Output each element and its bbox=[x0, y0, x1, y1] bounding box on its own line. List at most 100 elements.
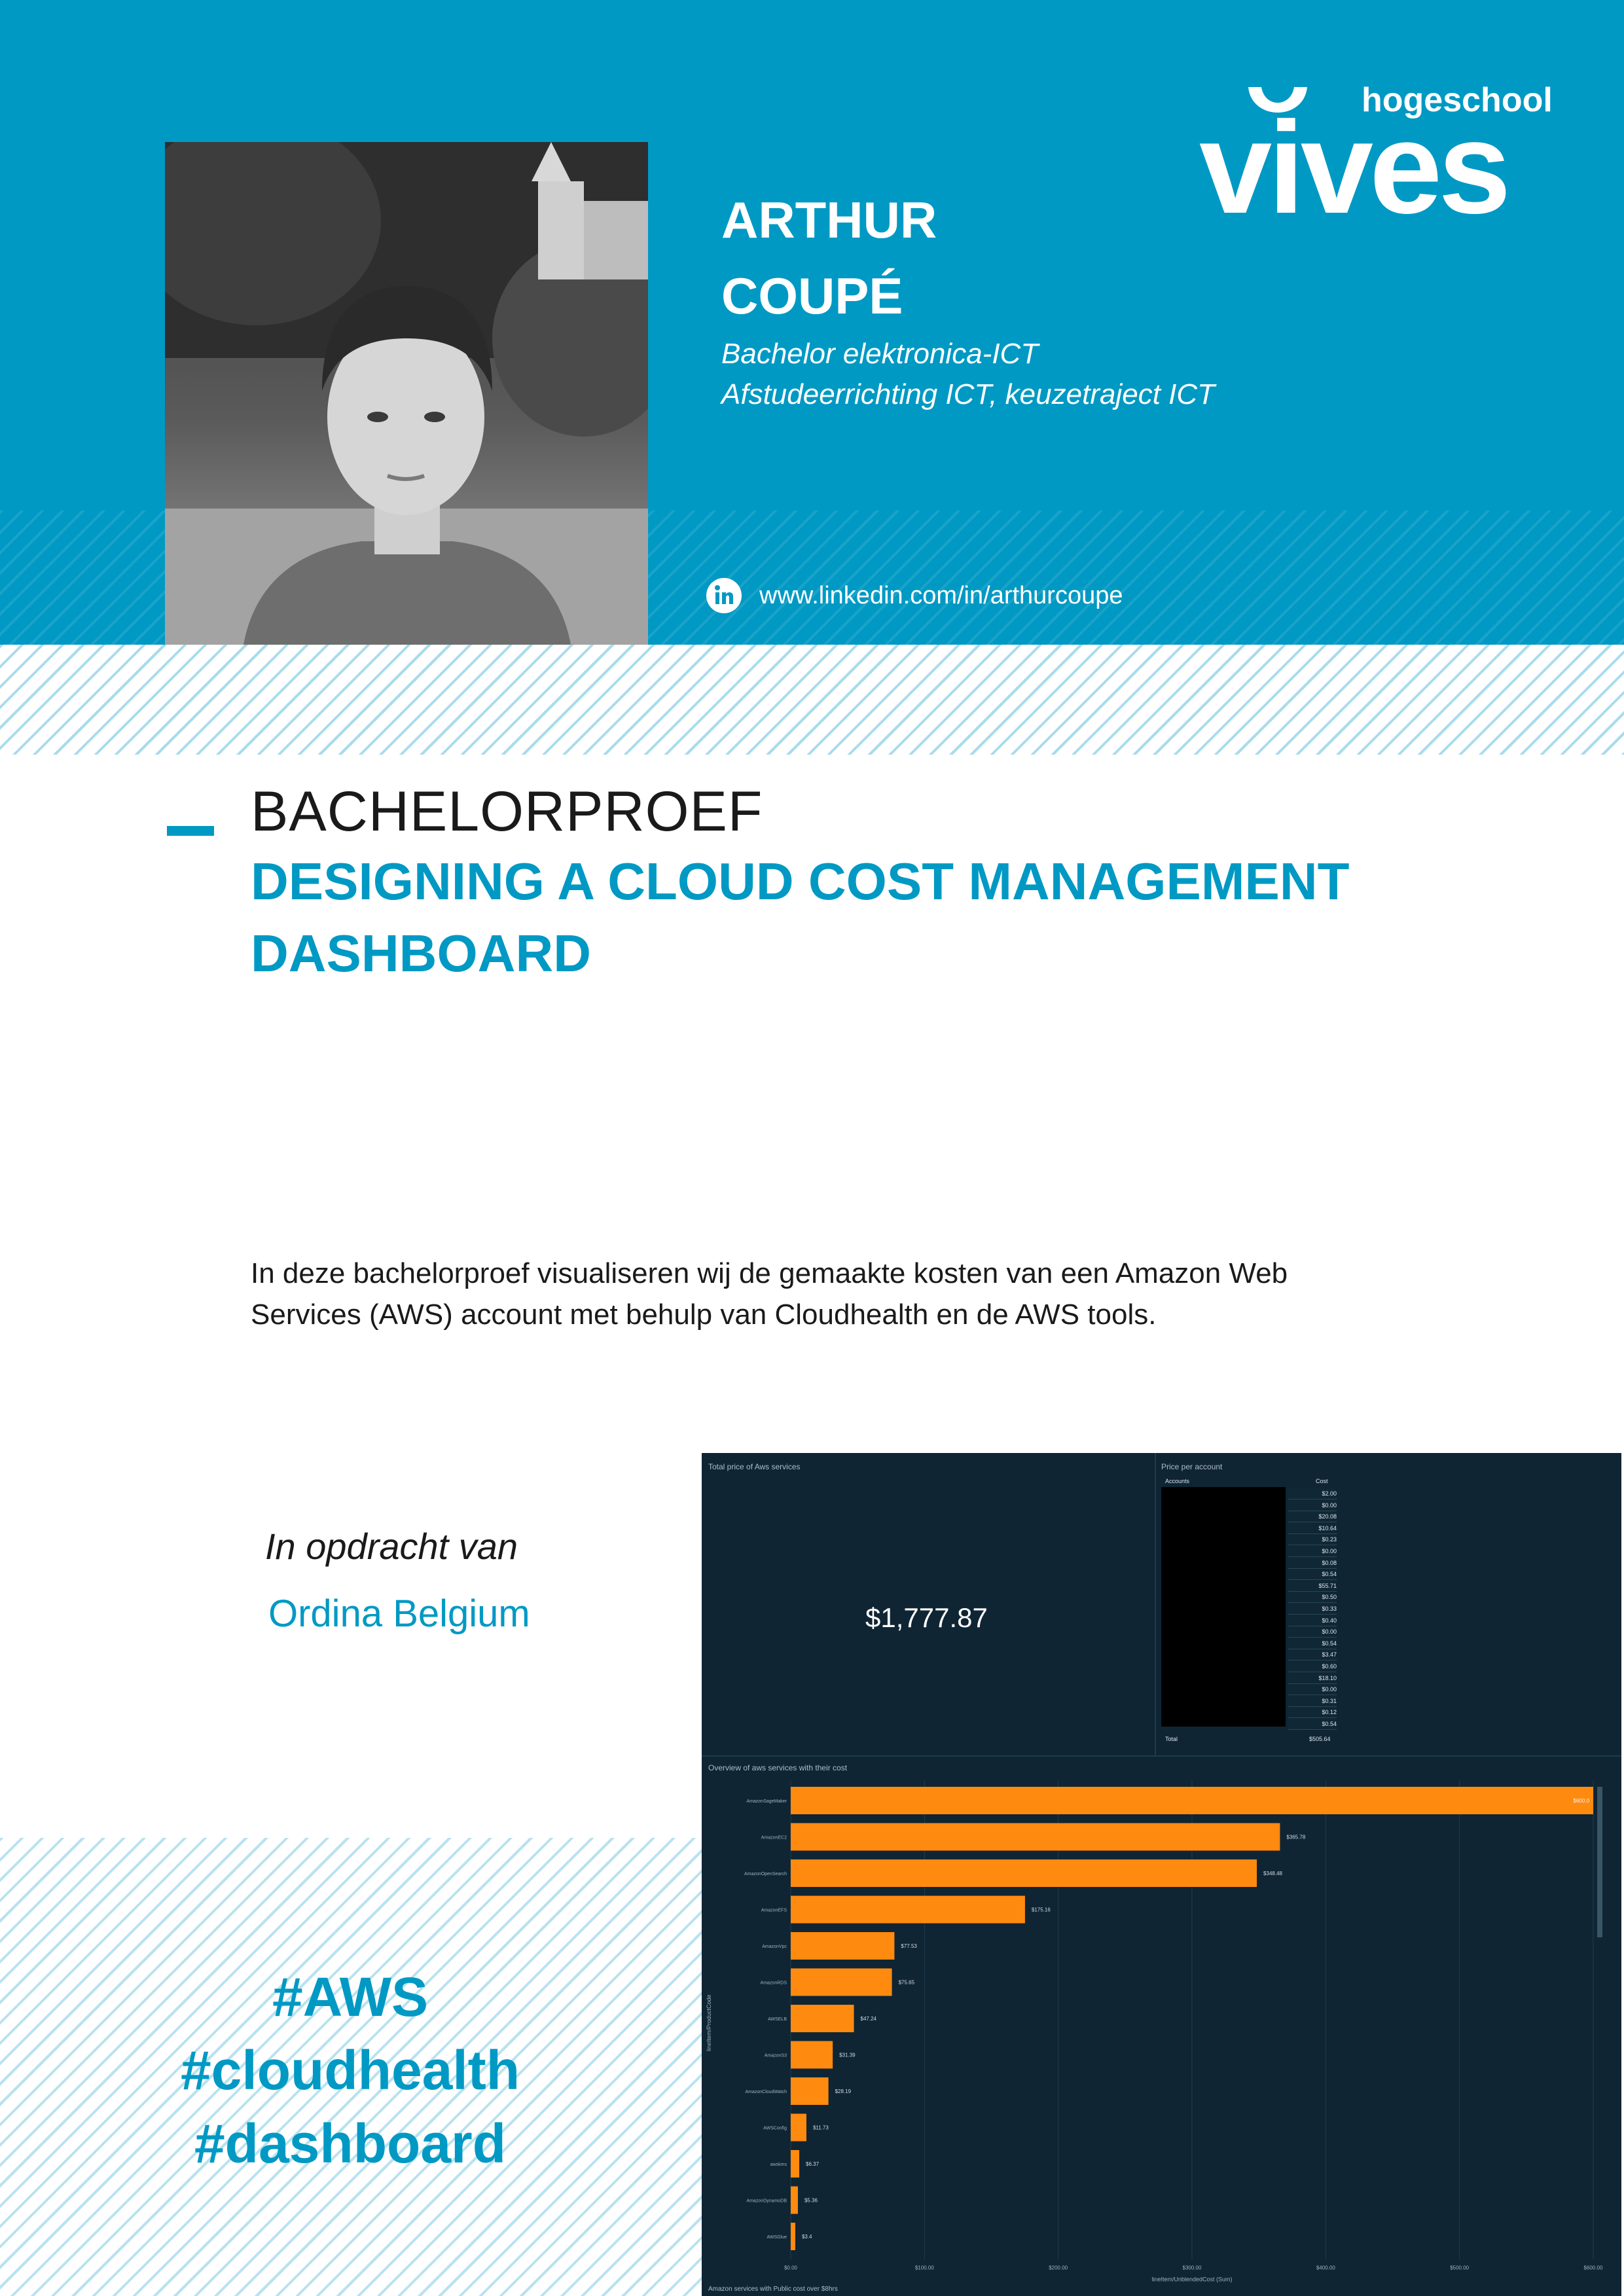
category-label: AmazonDynamoDB bbox=[747, 2199, 787, 2204]
account-cost-table: Accounts Cost $2.00$0.00$20.08$10.64$0.2… bbox=[1161, 1474, 1338, 1748]
account-cost-cell: $0.08 bbox=[1288, 1557, 1337, 1569]
first-name: ARTHUR bbox=[721, 191, 937, 249]
category-label: AmazonEC2 bbox=[761, 1836, 787, 1840]
thesis-type-label: BACHELORPROEF bbox=[251, 780, 763, 843]
redacted-accounts bbox=[1161, 1487, 1286, 1727]
account-cost-cell: $0.00 bbox=[1288, 1546, 1337, 1557]
accent-dash bbox=[167, 826, 214, 836]
bar bbox=[791, 2186, 798, 2214]
degree-line-2: Afstudeerrichting ICT, keuzetraject ICT bbox=[721, 378, 1216, 410]
account-cost-cell: $0.40 bbox=[1288, 1615, 1337, 1626]
data-label: $75.65 bbox=[899, 1980, 915, 1986]
hashtag-dashboard: #dashboard bbox=[194, 2113, 507, 2174]
account-cost-cell: $0.54 bbox=[1288, 1638, 1337, 1649]
account-cost-cell: $20.08 bbox=[1288, 1511, 1337, 1523]
account-cost-cell: $0.00 bbox=[1288, 1626, 1337, 1638]
bar bbox=[791, 2041, 833, 2069]
account-cost-cell: $55.71 bbox=[1288, 1580, 1337, 1592]
category-label: AmazonSageMaker bbox=[747, 1799, 787, 1804]
thesis-title: DESIGNING A CLOUD COST MANAGEMENT DASHBO… bbox=[251, 846, 1429, 990]
hashtag-aws: #AWS bbox=[272, 1966, 429, 2028]
account-cost-cell: $0.54 bbox=[1288, 1719, 1337, 1730]
account-cost-cell: $0.33 bbox=[1288, 1604, 1337, 1615]
chart-scrollbar[interactable] bbox=[1597, 1787, 1602, 1937]
commission-label: In opdracht van bbox=[265, 1526, 518, 1567]
accounts-header: Accounts bbox=[1165, 1478, 1190, 1484]
data-label: $11.73 bbox=[813, 2125, 829, 2131]
thesis-abstract: In deze bachelorproef visualiseren wij d… bbox=[251, 1253, 1429, 1335]
category-label: AmazonEFS bbox=[761, 1909, 787, 1913]
data-label: $5.36 bbox=[804, 2198, 818, 2204]
category-label: AWSELB bbox=[768, 2017, 787, 2022]
x-axis-label: lineItem/UnblendedCost (Sum) bbox=[1151, 2276, 1232, 2283]
cost-header: Cost bbox=[1316, 1478, 1328, 1484]
data-label: $3.4 bbox=[802, 2234, 812, 2240]
account-cost-cell: $0.31 bbox=[1288, 1695, 1337, 1707]
account-cost-cell: $10.64 bbox=[1288, 1522, 1337, 1534]
abstract-line-2: Services (AWS) account met behulp van Cl… bbox=[251, 1299, 1157, 1331]
account-cost-cell: $0.00 bbox=[1288, 1684, 1337, 1696]
x-tick-label: $300.00 bbox=[1183, 2265, 1202, 2271]
x-tick-label: $200.00 bbox=[1049, 2265, 1068, 2271]
thesis-title-line-2: DASHBOARD bbox=[251, 924, 591, 982]
person-name: ARTHUR COUPÉ bbox=[721, 182, 937, 334]
portrait-photo bbox=[165, 142, 648, 645]
account-cost-cell: $18.10 bbox=[1288, 1672, 1337, 1684]
account-cost-cell: $0.50 bbox=[1288, 1592, 1337, 1604]
stripe-band bbox=[0, 645, 1624, 755]
x-tick-label: $400.00 bbox=[1316, 2265, 1335, 2271]
account-cost-cell: $2.00 bbox=[1288, 1488, 1337, 1499]
category-label: AWSGlue bbox=[767, 2235, 787, 2240]
panel-divider-horizontal bbox=[702, 1755, 1621, 1757]
panel-divider bbox=[1155, 1453, 1156, 1755]
account-cost-cell: $0.60 bbox=[1288, 1661, 1337, 1672]
bar bbox=[791, 2077, 829, 2105]
x-tick-label: $500.00 bbox=[1450, 2265, 1469, 2271]
data-label: $348.48 bbox=[1263, 1871, 1282, 1876]
bar bbox=[791, 1932, 895, 1960]
dashboard-footer: Amazon services with Public cost over $8… bbox=[708, 2286, 838, 2293]
degree-info: Bachelor elektronica-ICT Afstudeerrichti… bbox=[721, 334, 1215, 415]
dashboard-screenshot: Total price of Aws services $1,777.87 Pr… bbox=[702, 1453, 1621, 2296]
category-label: AmazonOpenSearch bbox=[744, 1872, 787, 1876]
category-label: AmazonS3 bbox=[765, 2054, 787, 2058]
data-label: $31.39 bbox=[839, 2053, 856, 2058]
last-name: COUPÉ bbox=[721, 267, 903, 325]
data-label: $28.19 bbox=[835, 2089, 852, 2094]
client-name: Ordina Belgium bbox=[268, 1592, 530, 1635]
category-label: AWSConfig bbox=[763, 2126, 787, 2131]
bar bbox=[791, 1859, 1257, 1887]
linkedin-icon bbox=[706, 577, 742, 614]
category-label: AmazonCloudWatch bbox=[745, 2090, 787, 2094]
data-label: $365.78 bbox=[1286, 1835, 1305, 1840]
hashtag-cloudhealth: #cloudhealth bbox=[180, 2039, 520, 2101]
account-cost-cell: $0.12 bbox=[1288, 1707, 1337, 1719]
bottom-stripe-pattern bbox=[0, 1838, 704, 2296]
data-label: $77.53 bbox=[901, 1943, 917, 1949]
total-price-value: $1,777.87 bbox=[865, 1602, 988, 1633]
account-cost-cell: $0.54 bbox=[1288, 1569, 1337, 1581]
logo-large-text: vives bbox=[1199, 95, 1507, 219]
x-tick-label: $600.00 bbox=[1584, 2265, 1603, 2271]
linkedin-link[interactable]: www.linkedin.com/in/arthurcoupe bbox=[759, 582, 1123, 609]
x-tick-label: $100.00 bbox=[915, 2265, 934, 2271]
chart-panel-title: Overview of aws services with their cost bbox=[708, 1763, 848, 1772]
table-total-cost: $505.64 bbox=[1309, 1736, 1331, 1742]
bar bbox=[791, 2223, 795, 2250]
total-panel-title: Total price of Aws services bbox=[708, 1462, 801, 1471]
service-cost-chart: $0.00$100.00$200.00$300.00$400.00$500.00… bbox=[706, 1780, 1603, 2283]
bar bbox=[791, 2150, 800, 2178]
data-label: $600.0 bbox=[1574, 1798, 1590, 1804]
logo-small-text: hogeschool bbox=[1362, 82, 1553, 119]
logo-arc-mark bbox=[1248, 87, 1307, 113]
abstract-line-1: In deze bachelorproef visualiseren wij d… bbox=[251, 1257, 1288, 1289]
account-cost-cell: $0.00 bbox=[1288, 1499, 1337, 1511]
account-cost-cell: $3.47 bbox=[1288, 1649, 1337, 1661]
bar bbox=[791, 2005, 854, 2032]
data-label: $47.24 bbox=[861, 2016, 877, 2022]
degree-line-1: Bachelor elektronica-ICT bbox=[721, 338, 1039, 370]
account-cost-cell: $0.23 bbox=[1288, 1534, 1337, 1546]
bar bbox=[791, 1787, 1593, 1814]
account-panel-title: Price per account bbox=[1161, 1462, 1223, 1471]
thesis-title-line-1: DESIGNING A CLOUD COST MANAGEMENT bbox=[251, 852, 1350, 910]
